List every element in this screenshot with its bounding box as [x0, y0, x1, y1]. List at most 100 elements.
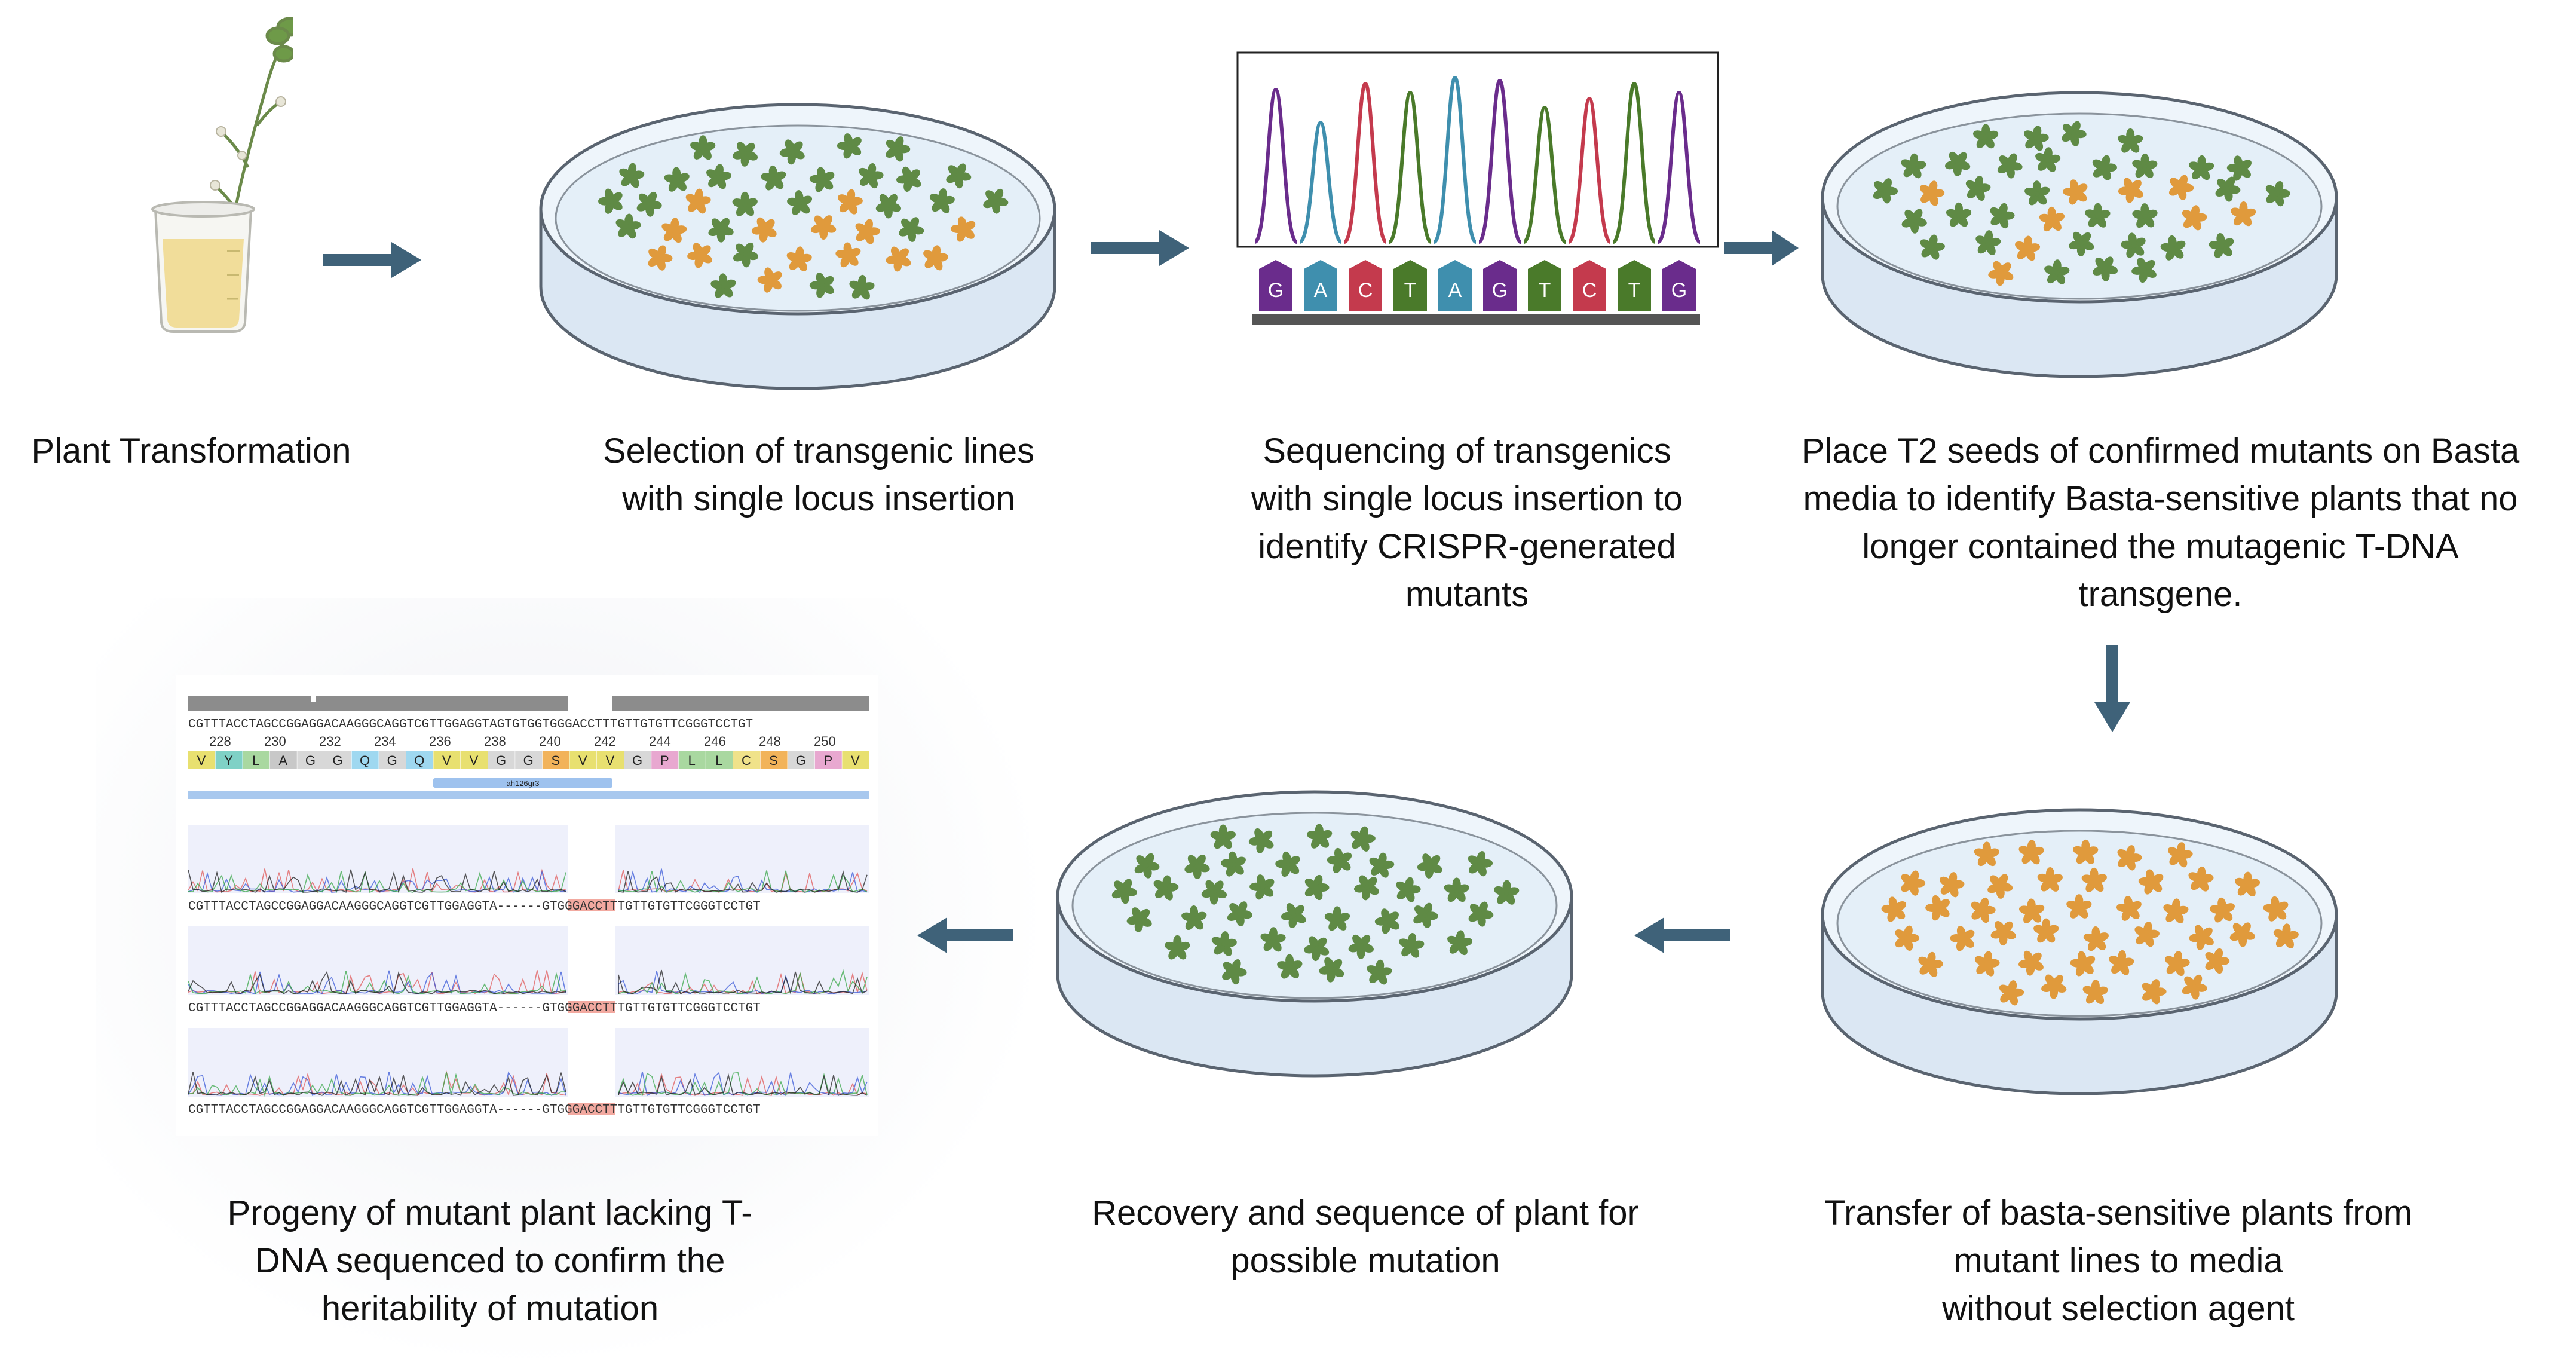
seedling: [2083, 926, 2109, 951]
seedling: [2209, 232, 2234, 258]
seedling: [2273, 923, 2299, 948]
seedling: [2205, 948, 2230, 974]
amino-acid-cell: V: [842, 751, 869, 769]
svg-text:Y: Y: [224, 753, 233, 768]
amino-acid-cell: V: [188, 751, 215, 769]
seedling: [1944, 151, 1971, 176]
sequence-alignment-screenshot: CGTTTACCTAGCCGGAGGACAAGGGCAGGTCGTTGGAGGT…: [176, 675, 878, 1136]
seedling: [1413, 902, 1438, 928]
seedling: [2188, 866, 2214, 892]
arrow-right-1: [323, 242, 421, 278]
seedling: [1881, 896, 1907, 922]
amino-acid-cell: S: [542, 751, 569, 769]
read-sequence: CGTTTACCTAGCCGGAGGACAAGGGCAGGTCGTTGGAGGT…: [188, 900, 761, 914]
seedling: [1249, 874, 1275, 900]
arrow-right-3: [1724, 230, 1799, 266]
svg-text:G: G: [387, 753, 397, 768]
position-label: 234: [374, 734, 396, 749]
deletion-marker: [568, 1103, 615, 1115]
seedling: [2073, 839, 2099, 864]
amino-acid-cell: G: [297, 751, 324, 769]
seedling: [2063, 179, 2088, 205]
read-sequence: CGTTTACCTAGCCGGAGGACAAGGGCAGGTCGTTGGAGGT…: [188, 1103, 761, 1117]
seedling: [1277, 954, 1303, 979]
seedling: [1901, 153, 1926, 179]
seedling: [1369, 852, 1395, 878]
chromatogram-peak: [1432, 75, 1478, 244]
seedling: [1919, 180, 1945, 206]
seedling: [929, 188, 955, 213]
position-label: 242: [594, 734, 616, 749]
svg-text:L: L: [252, 753, 259, 768]
seedling: [2081, 867, 2107, 892]
seedling: [923, 245, 948, 271]
seedling: [2062, 121, 2087, 146]
amino-acid-cell: G: [324, 751, 351, 769]
position-label: 246: [704, 734, 726, 749]
seedling: [2167, 842, 2193, 868]
seedling: [1974, 841, 2000, 867]
seedling: [751, 217, 777, 243]
chromatogram-peak: [1567, 96, 1612, 244]
beaker-icon: [151, 201, 255, 333]
amino-acid-cell: A: [269, 751, 297, 769]
seedling: [2039, 206, 2065, 232]
seedling: [899, 217, 924, 242]
svg-text:P: P: [823, 753, 832, 768]
seedling: [2189, 155, 2214, 180]
seedling: [1222, 959, 1247, 985]
amino-acid-cell: C: [733, 751, 760, 769]
chromatogram-peak: [1478, 78, 1522, 244]
seedling: [2164, 951, 2190, 977]
seedling: [2142, 979, 2167, 1005]
seedling: [1494, 880, 1520, 905]
seedling: [1353, 875, 1379, 901]
seedling: [886, 246, 911, 272]
seedling: [1210, 824, 1236, 849]
position-label: 238: [484, 734, 506, 749]
deletion-marker: [568, 1001, 615, 1013]
seedling: [2118, 128, 2143, 153]
chromatogram-frame: [1236, 51, 1719, 248]
seedling: [1181, 905, 1207, 931]
position-label: 232: [319, 734, 341, 749]
seedling: [1971, 897, 1996, 923]
chromatogram-peak: [1343, 81, 1387, 244]
base-box: A: [1438, 260, 1472, 311]
seedling: [733, 242, 759, 268]
seedling: [1260, 927, 1286, 952]
dna-strand-bar: [1252, 314, 1700, 325]
seedling: [706, 164, 731, 189]
seedling: [664, 167, 690, 192]
seedling: [1165, 935, 1190, 960]
seedling: [1396, 877, 1421, 902]
coverage-bar: [188, 696, 869, 711]
reference-sequence: CGTTTACCTAGCCGGAGGACAAGGGCAGGTCGTTGGAGGT…: [188, 718, 753, 732]
seedling: [1990, 921, 2016, 946]
seedling: [2118, 178, 2143, 203]
petri-dish-basta: [1821, 91, 2338, 378]
svg-text:C: C: [742, 753, 751, 768]
seedling: [2109, 950, 2134, 975]
seedling: [1988, 261, 2014, 286]
seedling: [1444, 877, 1469, 902]
amino-acid-cell: G: [379, 751, 406, 769]
seedling: [2037, 867, 2063, 892]
caption-recovery-sequence: Recovery and sequence of plant for possi…: [1092, 1193, 1639, 1280]
seedling: [2041, 974, 2067, 999]
seedling: [1227, 901, 1252, 927]
seedling: [1468, 851, 1493, 877]
base-letter: T: [1539, 279, 1551, 302]
read-trace: CGTTTACCTAGCCGGAGGACAAGGGCAGGTCGTTGGAGGT…: [188, 1028, 869, 1117]
seedling: [2121, 232, 2146, 258]
amino-acid-cell: V: [433, 751, 461, 769]
arrow-left-1: [1634, 917, 1730, 953]
seedling: [2160, 235, 2186, 261]
seedling: [687, 243, 712, 268]
seedling: [1946, 202, 1972, 227]
arrow-left-2: [917, 917, 1013, 953]
svg-text:P: P: [660, 753, 669, 768]
caption-transfer-basta-sensitive: Transfer of basta-sensitive plants from …: [1824, 1193, 2413, 1328]
seedling: [2015, 235, 2041, 261]
seedling: [2234, 871, 2260, 896]
